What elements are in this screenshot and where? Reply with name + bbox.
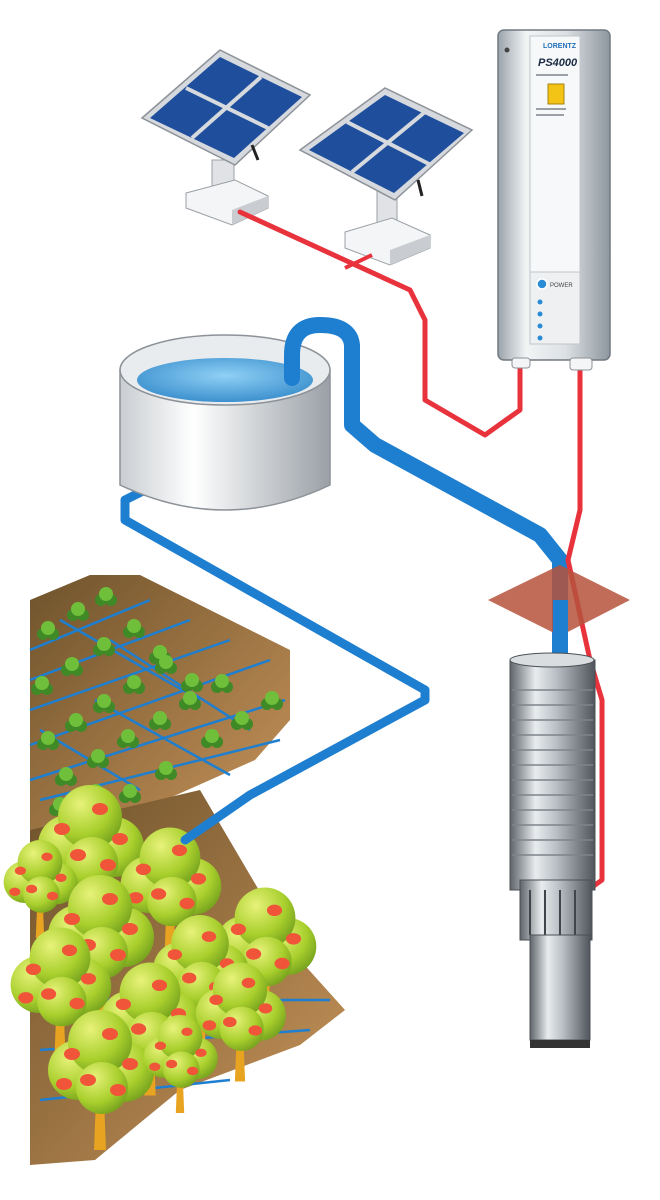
fruit-tree <box>215 887 317 1021</box>
crop-plant <box>155 761 177 780</box>
solar-cable-tap <box>344 253 373 270</box>
crop-plant <box>31 676 53 695</box>
water-tank <box>119 334 331 511</box>
solar-panel-1 <box>140 49 312 226</box>
crop-plant <box>65 713 87 732</box>
delivery-pipe <box>284 317 568 668</box>
crop-plant <box>201 729 223 748</box>
solar-array <box>140 49 474 266</box>
crop-plant <box>123 675 145 694</box>
fruit-tree <box>195 962 286 1082</box>
crop-plant <box>149 711 171 730</box>
crop-plant <box>67 602 89 621</box>
fruit-tree <box>10 927 112 1061</box>
fruit-tree <box>143 1015 218 1113</box>
solar-cable <box>237 209 523 438</box>
solar-panel-2 <box>298 87 474 266</box>
crop-plant <box>37 621 59 640</box>
pump-controller: LORENTZ PS4000 POWER <box>497 29 611 371</box>
crop-plant <box>231 711 253 730</box>
crop-plant <box>37 731 59 750</box>
submersible-pump <box>509 652 596 1048</box>
crop-plant <box>55 767 77 786</box>
crop-plant <box>261 691 283 710</box>
fruit-trees <box>3 785 317 1150</box>
warning-label <box>547 83 565 105</box>
power-led-icon <box>536 278 548 290</box>
crop-plant <box>123 619 145 638</box>
fruit-tree <box>48 1010 154 1150</box>
crop-plant <box>155 655 177 674</box>
crop-plant <box>181 673 203 692</box>
crop-plant <box>117 729 139 748</box>
crop-plant <box>211 674 233 693</box>
crop-plant <box>87 749 109 768</box>
crop-plant <box>61 657 83 676</box>
fruit-tree <box>3 840 78 938</box>
tank-water <box>137 358 313 402</box>
crop-plant <box>179 691 201 710</box>
crop-plant <box>93 694 115 713</box>
crop-plant <box>95 587 117 606</box>
distribution-pipe <box>120 485 430 845</box>
controller-model: PS4000 <box>538 57 578 69</box>
power-label: POWER <box>550 283 573 289</box>
tank-body <box>119 369 331 511</box>
crop-plant <box>93 637 115 656</box>
controller-brand: LORENTZ <box>543 43 577 50</box>
mount-hole-icon <box>504 47 510 53</box>
crop-plant <box>119 784 141 803</box>
